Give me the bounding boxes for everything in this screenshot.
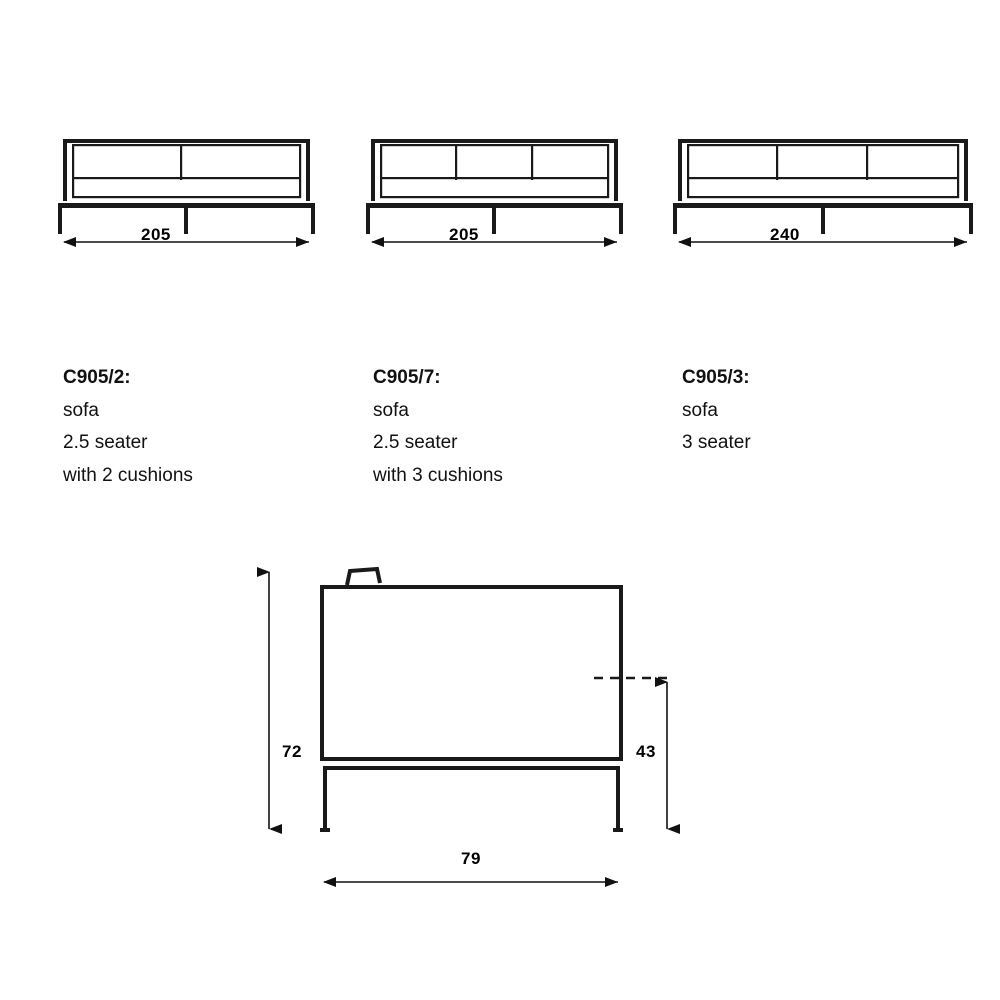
spec-line-2-1: sofa [373,399,409,421]
dimension-label-depth-79: 79 [461,849,481,868]
dimension-label-height-72: 72 [282,742,302,761]
spec-line-2-2: 2.5 seater [373,432,458,453]
sofa-front-view-1 [58,139,315,247]
dimension-label-width-1: 205 [141,225,171,244]
sofa-front-view-2 [366,139,623,247]
spec-line-3-1: sofa [682,399,718,421]
dimension-label-height-43: 43 [636,742,656,761]
dimension-label-width-3: 240 [770,225,800,244]
spec-code-1: C905/2: [63,367,131,388]
sofa-side-view [257,566,680,887]
handle-detail [345,566,382,586]
spec-block-c905-7: C905/7: sofa 2.5 seater with 3 cushions [373,362,503,492]
spec-line-3-2: 3 seater [682,432,751,453]
dimension-label-width-2: 205 [449,225,479,244]
spec-line-1-1: sofa [63,399,99,421]
spec-line-1-2: 2.5 seater [63,432,148,453]
spec-line-1-3: with 2 cushions [63,464,193,486]
sofa-front-view-3 [673,139,973,247]
spec-block-c905-2: C905/2: sofa 2.5 seater with 2 cushions [63,362,193,492]
spec-line-2-3: with 3 cushions [373,464,503,486]
spec-block-c905-3: C905/3: sofa 3 seater [682,362,751,460]
spec-code-3: C905/3: [682,367,750,388]
spec-code-2: C905/7: [373,367,441,388]
